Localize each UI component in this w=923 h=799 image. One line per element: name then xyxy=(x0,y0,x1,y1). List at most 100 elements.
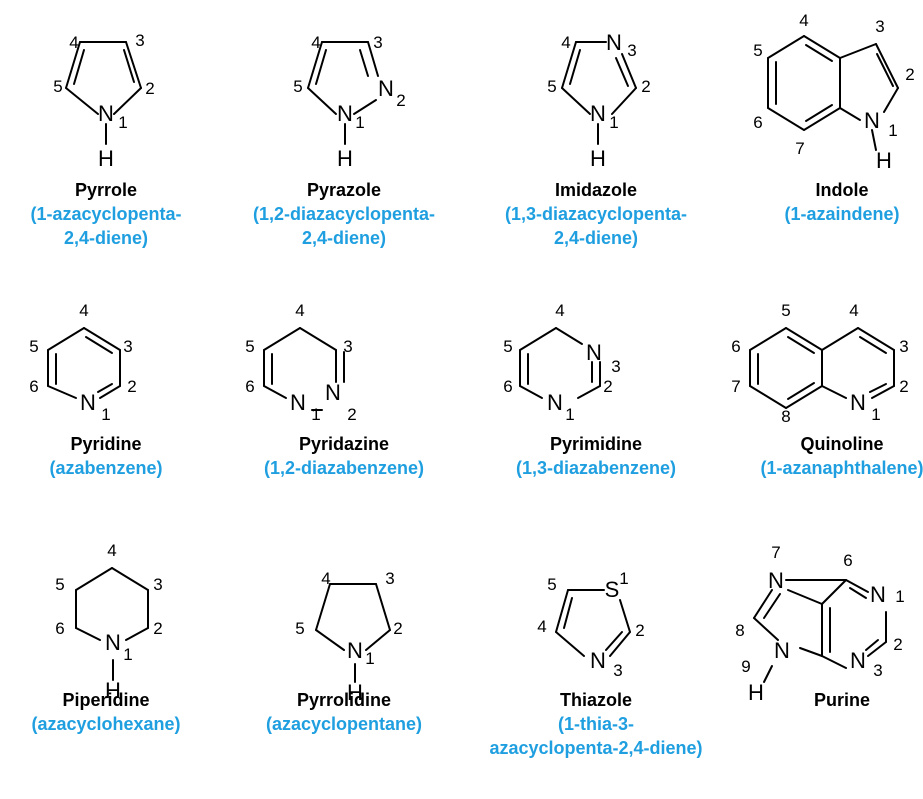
imidazole-iupac-name-line-2: 2,4-diene) xyxy=(554,228,638,248)
pyridine-name: Pyridine xyxy=(70,434,141,454)
pyridine-locant-3: 3 xyxy=(123,337,132,356)
indole-locant-1: 1 xyxy=(888,121,897,140)
pyridazine-locant-1: 1 xyxy=(311,405,320,424)
quinoline-name: Quinoline xyxy=(801,434,884,454)
thiazole-locant-5: 5 xyxy=(547,575,556,594)
piperidine-locant-5: 5 xyxy=(55,575,64,594)
thiazole-atom-2: N xyxy=(590,648,606,673)
thiazole-name: Thiazole xyxy=(560,690,632,710)
pyrrole-bonds xyxy=(65,41,142,145)
pyridine-locant-1: 1 xyxy=(101,405,110,424)
piperidine-locant-6: 6 xyxy=(55,619,64,638)
pyrazole-locant-3: 3 xyxy=(373,33,382,52)
quinoline-locant-8: 8 xyxy=(781,407,790,426)
indole-name: Indole xyxy=(816,180,869,200)
pyrazole-name: Pyrazole xyxy=(307,180,381,200)
imidazole-locant-5: 5 xyxy=(547,77,556,96)
imidazole-locant-1: 1 xyxy=(609,113,618,132)
pyrimidine-atom-1: N xyxy=(586,340,602,365)
indole-atom-1: N xyxy=(864,108,880,133)
piperidine-atom-2: H xyxy=(105,678,121,703)
pyrrolidine-bonds xyxy=(315,583,391,683)
piperidine-name: Piperidine xyxy=(62,690,149,710)
pyrrole-iupac-name-line-2: 2,4-diene) xyxy=(64,228,148,248)
purine-locant-1: 1 xyxy=(895,587,904,606)
pyrimidine-atom-2: N xyxy=(547,390,563,415)
pyrrole-locant-1: 1 xyxy=(118,113,127,132)
pyrrolidine-atom-2: H xyxy=(347,680,363,705)
pyridine-bonds xyxy=(47,327,121,399)
pyrimidine-locant-3: 3 xyxy=(611,357,620,376)
thiazole-atom-1: S xyxy=(605,577,620,602)
quinoline-iupac-name-line-1: (1-azanaphthalene) xyxy=(760,458,923,478)
quinoline-bonds xyxy=(749,327,895,409)
piperidine-locant-1: 1 xyxy=(123,645,132,664)
purine-locant-3: 3 xyxy=(873,661,882,680)
indole-locant-5: 5 xyxy=(753,41,762,60)
structure-labels: NH12345Pyrrole(1-azacyclopenta-2,4-diene… xyxy=(29,11,923,758)
pyrrolidine-iupac-name-line-1: (azacyclopentane) xyxy=(266,714,422,734)
pyrrolidine-locant-3: 3 xyxy=(385,569,394,588)
imidazole-locant-3: 3 xyxy=(627,41,636,60)
pyridazine-locant-6: 6 xyxy=(245,377,254,396)
pyrrolidine-locant-5: 5 xyxy=(295,619,304,638)
quinoline-locant-1: 1 xyxy=(871,405,880,424)
thiazole-bonds xyxy=(555,589,631,657)
purine-name: Purine xyxy=(814,690,870,710)
quinoline-locant-5: 5 xyxy=(781,301,790,320)
imidazole-atom-2: N xyxy=(590,101,606,126)
pyrazole-atom-2: N xyxy=(378,76,394,101)
quinoline-locant-2: 2 xyxy=(899,377,908,396)
purine-locant-6: 6 xyxy=(843,551,852,570)
pyrimidine-locant-6: 6 xyxy=(503,377,512,396)
piperidine-iupac-name-line-1: (azacyclohexane) xyxy=(31,714,180,734)
pyridazine-locant-3: 3 xyxy=(343,337,352,356)
pyrimidine-iupac-name-line-1: (1,3-diazabenzene) xyxy=(516,458,676,478)
pyrazole-locant-2: 2 xyxy=(396,91,405,110)
pyrrole-atom-1: N xyxy=(98,101,114,126)
pyrazole-iupac-name-line-1: (1,2-diazacyclopenta- xyxy=(253,204,435,224)
pyridine-atom-1: N xyxy=(80,390,96,415)
quinoline-locant-4: 4 xyxy=(849,301,858,320)
thiazole-iupac-name-line-2: azacyclopenta-2,4-diene) xyxy=(489,738,702,758)
imidazole-iupac-name-line-1: (1,3-diazacyclopenta- xyxy=(505,204,687,224)
imidazole-bonds xyxy=(561,41,637,145)
indole-locant-6: 6 xyxy=(753,113,762,132)
pyridine-locant-2: 2 xyxy=(127,377,136,396)
pyrrolidine-name: Pyrrolidine xyxy=(297,690,391,710)
thiazole-locant-4: 4 xyxy=(537,617,546,636)
pyridine-locant-6: 6 xyxy=(29,377,38,396)
thiazole-locant-1: 1 xyxy=(619,569,628,588)
pyrazole-bonds xyxy=(307,41,379,145)
pyrimidine-bonds xyxy=(519,327,601,399)
pyrrole-locant-2: 2 xyxy=(145,79,154,98)
indole-locant-4: 4 xyxy=(799,11,808,30)
purine-atom-3: N xyxy=(850,648,866,673)
pyrazole-locant-4: 4 xyxy=(311,33,320,52)
purine-atom-4: N xyxy=(774,638,790,663)
pyrrole-iupac-name-line-1: (1-azacyclopenta- xyxy=(30,204,181,224)
imidazole-atom-3: H xyxy=(590,146,606,171)
pyrazole-locant-1: 1 xyxy=(355,113,364,132)
purine-bonds xyxy=(753,579,887,683)
thiazole-locant-3: 3 xyxy=(613,661,622,680)
pyrrole-locant-3: 3 xyxy=(135,31,144,50)
imidazole-locant-2: 2 xyxy=(641,77,650,96)
pyrazole-atom-3: H xyxy=(337,146,353,171)
pyridazine-bonds xyxy=(263,327,345,411)
pyrimidine-locant-4: 4 xyxy=(555,301,564,320)
pyrazole-atom-1: N xyxy=(337,101,353,126)
pyrrole-locant-5: 5 xyxy=(53,77,62,96)
pyrrole-atom-2: H xyxy=(98,146,114,171)
thiazole-locant-2: 2 xyxy=(635,621,644,640)
pyrimidine-locant-5: 5 xyxy=(503,337,512,356)
piperidine-atom-1: N xyxy=(105,630,121,655)
indole-iupac-name-line-1: (1-azaindene) xyxy=(784,204,899,224)
piperidine-bonds xyxy=(75,567,149,681)
pyridazine-locant-4: 4 xyxy=(295,301,304,320)
indole-locant-2: 2 xyxy=(905,65,914,84)
imidazole-locant-4: 4 xyxy=(561,33,570,52)
purine-atom-1: N xyxy=(768,568,784,593)
purine-atom-2: N xyxy=(870,582,886,607)
